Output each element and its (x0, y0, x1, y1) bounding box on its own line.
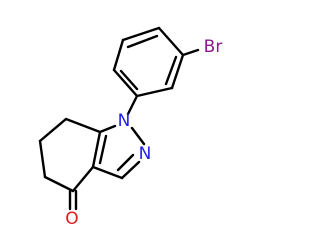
bonds (38, 26, 200, 211)
bond-c3a-c7a (91, 130, 102, 169)
bond-ar-n1 (126, 94, 139, 116)
bond-n2-c3 (120, 160, 141, 180)
bond-c6-c5 (38, 139, 47, 179)
bond-ar5-ar6 (112, 68, 139, 98)
bond-c-br (181, 48, 200, 57)
chemical-structure: Br N N O (38, 26, 222, 229)
bond-ar1-ar2 (121, 26, 161, 42)
bond-c5-c4 (43, 175, 75, 193)
bond-c3a-c7a-inner (98, 134, 108, 165)
bond-ar3-ar4-inner (164, 55, 178, 86)
atom-label-o: O (65, 209, 78, 229)
bond-c7-c6 (38, 117, 68, 143)
bond-c4-c3a (71, 165, 95, 193)
atom-label-n2: N (139, 144, 152, 164)
atom-labels: Br N N O (65, 37, 222, 229)
bond-c7a-n1 (98, 124, 117, 134)
bond-ar3-ar4 (170, 53, 185, 90)
bond-ar6-ar1 (112, 38, 125, 72)
bond-ar5-ar6-inner (119, 69, 139, 91)
bond-n1-n2 (130, 126, 146, 146)
bond-ar1-ar2-inner (126, 34, 159, 49)
bond-c7a-c7 (64, 117, 102, 134)
bond-c3-c3a (91, 165, 124, 180)
bond-n2-c3-inner (116, 153, 135, 172)
bond-ar2-ar3 (157, 26, 185, 57)
atom-label-n1: N (118, 111, 131, 131)
atom-label-br: Br (204, 37, 223, 57)
bond-ar4-ar5 (135, 86, 174, 98)
